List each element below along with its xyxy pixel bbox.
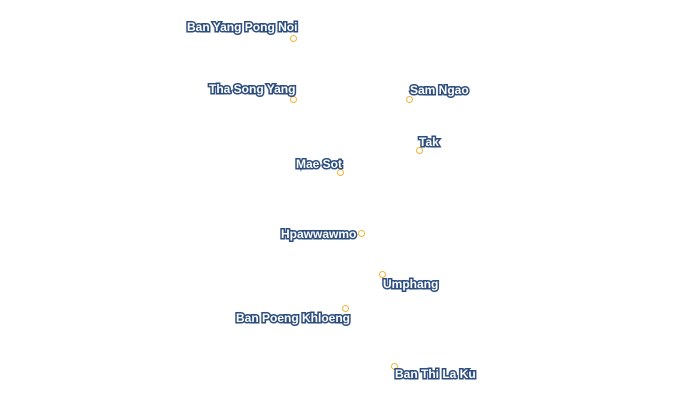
place-marker-umphang[interactable]: [379, 271, 386, 278]
place-label-ban-poeng-khloeng[interactable]: Ban Poeng Khloeng: [235, 310, 352, 327]
place-marker-ban-poeng-khloeng[interactable]: [342, 305, 349, 312]
place-marker-tha-song-yang[interactable]: [290, 96, 297, 103]
place-label-mae-sot[interactable]: Mae Sot: [294, 156, 343, 173]
place-marker-sam-ngao[interactable]: [406, 96, 413, 103]
place-label-umphang[interactable]: Umphang: [381, 276, 439, 293]
place-marker-mae-sot[interactable]: [337, 169, 344, 176]
place-label-ban-yang-pong-noi[interactable]: Ban Yang Pong Noi: [185, 19, 298, 36]
place-marker-tak[interactable]: [416, 147, 423, 154]
place-marker-ban-thi-la-ku[interactable]: [391, 363, 398, 370]
place-label-tha-song-yang[interactable]: Tha Song Yang: [207, 81, 296, 98]
place-marker-hpawwawmo[interactable]: [358, 230, 365, 237]
place-label-hpawwawmo[interactable]: Hpawwawmo: [279, 226, 357, 243]
place-label-ban-thi-la-ku[interactable]: Ban Thi La Ku: [394, 366, 478, 383]
place-marker-ban-yang-pong-noi[interactable]: [290, 35, 297, 42]
place-label-sam-ngao[interactable]: Sam Ngao: [409, 82, 471, 99]
place-label-tak[interactable]: Tak: [418, 134, 441, 151]
